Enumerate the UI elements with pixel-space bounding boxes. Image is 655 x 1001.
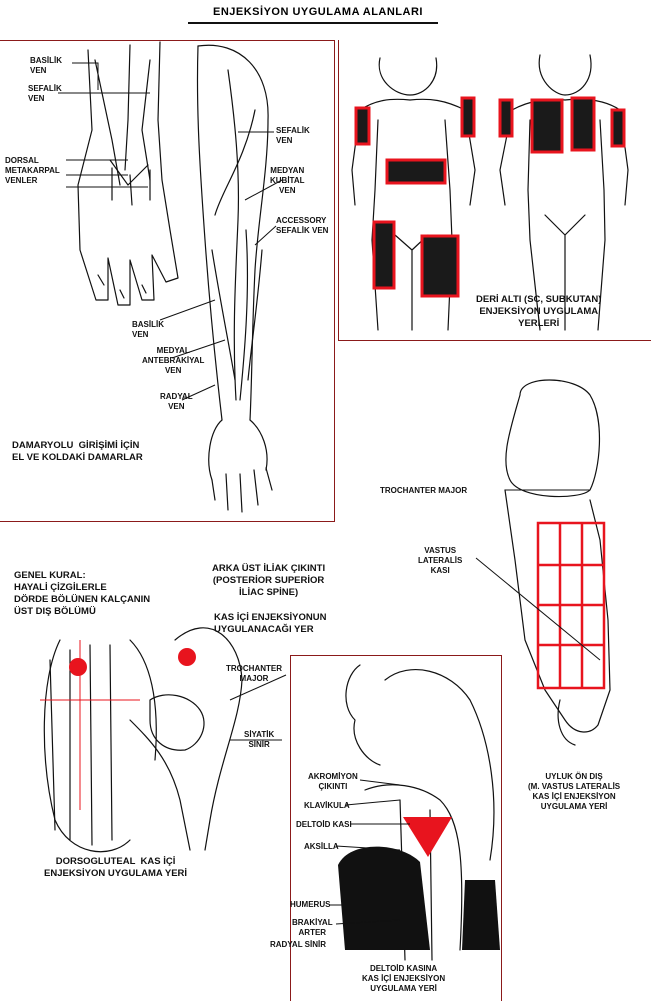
klavikula-label: KLAVİKULA	[304, 801, 350, 810]
humerus-label: HUMERUS	[290, 900, 331, 909]
back-body-illustration	[499, 54, 629, 331]
subcutaneous-caption: DERİ ALTI (SC, SUBKUTAN) ENJEKSİYON UYGU…	[476, 294, 602, 329]
gluteal-injection-dot-right	[178, 648, 196, 666]
arm-basilik-ven-label: BASİLİK VEN	[132, 320, 164, 339]
trochanter-major-label: TROCHANTER MAJOR	[380, 486, 468, 495]
forearm-illustration	[196, 44, 273, 513]
deltoid-caption: DELTOİD KASINA KAS İÇİ ENJEKSİYON UYGULA…	[362, 964, 446, 993]
thigh-bone-illustration	[504, 379, 611, 746]
hand-panel-frame	[0, 40, 335, 522]
posterior-superior-iliac-label: ARKA ÜST İLİAK ÇIKINTI (POSTERİOR SUPERİ…	[212, 563, 326, 598]
page-title: ENJEKSİYON UYGULAMA ALANLARI	[213, 6, 423, 18]
deltoid-kasi-label: DELTOİD KASI	[296, 820, 352, 829]
leader-lines	[58, 62, 601, 946]
medyan-kubital-label: MEDYAN KUBİTAL VEN	[270, 166, 305, 195]
deltoid-panel-frame	[290, 655, 502, 1001]
hand-dorsal-illustration	[77, 41, 179, 306]
basilik-ven-label: BASİLİK VEN	[30, 56, 62, 75]
sefalik-ven-label: SEFALİK VEN	[28, 84, 62, 103]
dorsal-metakarpal-label: DORSAL METAKARPAL VENLER	[5, 156, 60, 185]
subcutaneous-sites	[354, 96, 626, 298]
radyal-sinir-label: RADYAL SİNİR	[270, 940, 327, 949]
deltoid-injection-triangle	[403, 817, 452, 857]
radyal-ven-label: RADYAL VEN	[160, 392, 193, 411]
injection-site-label: KAS İÇİ ENJEKSİYONUN UYGULANACAĞI YER	[214, 612, 327, 635]
hand-panel-caption: DAMARYOLU GİRİŞİMİ İÇİN EL VE KOLDAKİ DA…	[12, 440, 143, 463]
accessory-sefalik-label: ACCESSORY SEFALİK VEN	[276, 216, 329, 235]
gluteal-illustration	[43, 627, 243, 853]
arm-sefalik-ven-label: SEFALİK VEN	[276, 126, 310, 145]
medyal-antebrakiyal-label: MEDYAL ANTEBRAKİYAL VEN	[142, 346, 205, 375]
akromiyon-label: AKROMİYON ÇIKINTI	[308, 772, 358, 791]
deltoid-clothing	[338, 846, 430, 950]
vastus-lateralis-grid	[536, 521, 606, 690]
thigh-caption: UYLUK ÖN DIŞ (M. VASTUS LATERALİS KAS İÇ…	[528, 772, 621, 811]
siyatik-sinir-label: SİYATİK SİNİR	[244, 730, 275, 749]
aksilla-label: AKSİLLA	[304, 842, 339, 851]
gluteal-caption: DORSOGLUTEAL KAS İÇİ ENJEKSİYON UYGULAMA…	[44, 856, 188, 879]
vastus-lateralis-label: VASTUS LATERALİS KASI	[418, 546, 463, 575]
brakiyal-arter-label: BRAKİYAL ARTER	[292, 918, 333, 937]
title-underline	[188, 22, 438, 24]
gluteal-trochanter-label: TROCHANTER MAJOR	[226, 664, 282, 683]
general-rule-text: GENEL KURAL: HAYALİ ÇİZGİLERLE DÖRDE BÖL…	[14, 570, 151, 617]
gluteal-injection-dot-left	[69, 658, 87, 676]
subcutaneous-panel-frame	[338, 40, 651, 341]
